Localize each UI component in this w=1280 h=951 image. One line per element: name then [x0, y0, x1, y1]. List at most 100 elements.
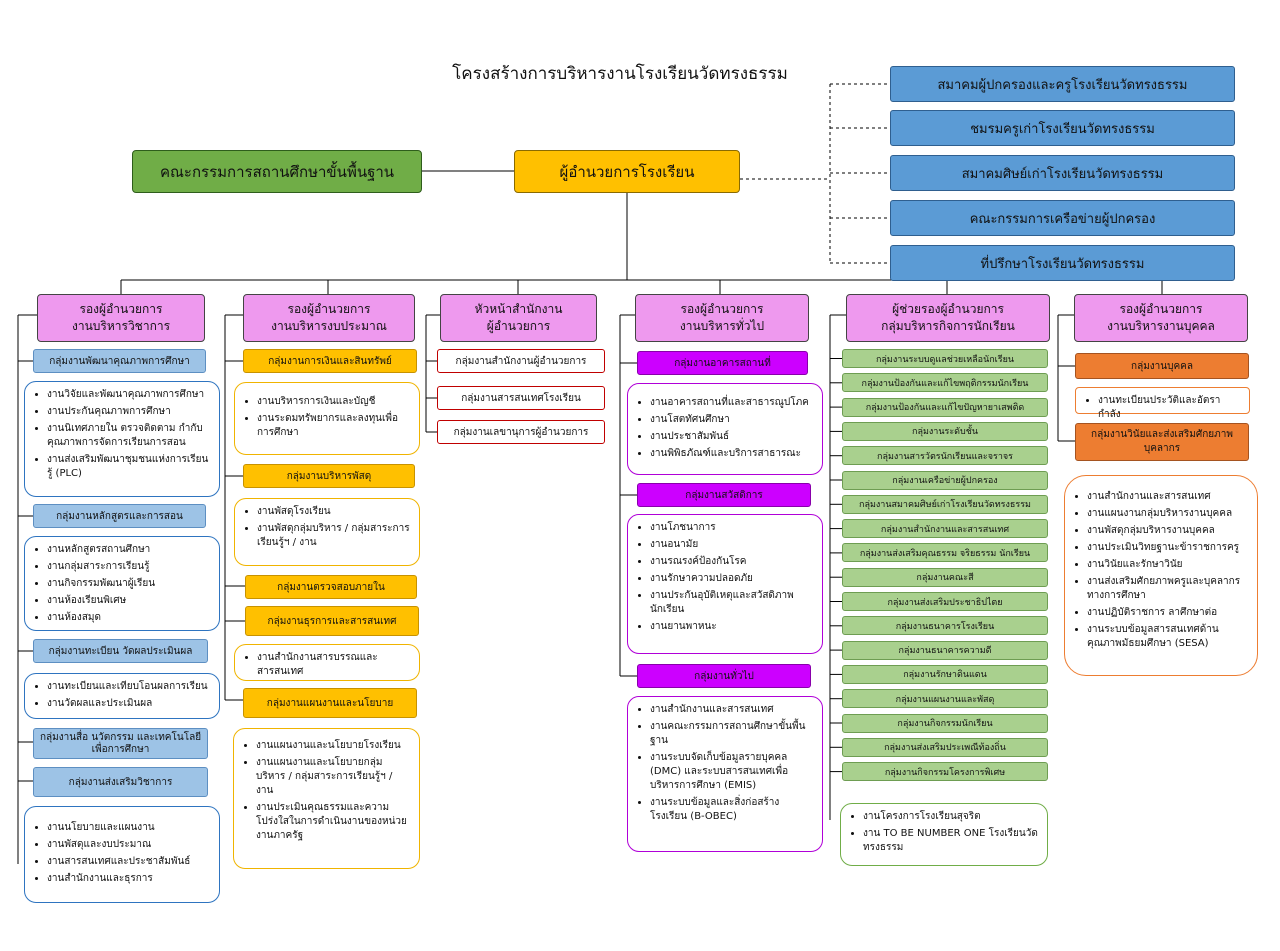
- list-item: งานพัสดุและงบประมาณ: [47, 838, 211, 852]
- list-item: งานประกันอุบัติเหตุและสวัสดิภาพนักเรียน: [650, 589, 814, 617]
- list-registration: งานทะเบียนและเทียบโอนผลการเรียนงานวัดผลแ…: [35, 680, 211, 711]
- head-student-line1: ผู้ช่วยรองผู้อำนวยการ: [892, 302, 1004, 316]
- head-general: รองผู้อำนวยการ งานบริหารทั่วไป: [635, 294, 809, 342]
- list-item: งานรณรงค์ป้องกันโรค: [650, 555, 814, 569]
- student-group-item: กลุ่มงานป้องกันและแก้ไขปัญหายาเสพติด: [842, 397, 1048, 417]
- box-procurement: งานพัสดุโรงเรียนงานพัสดุกลุ่มบริหาร / กล…: [234, 498, 420, 566]
- chart-title: โครงสร้างการบริหารงานโรงเรียนวัดทรงธรรม: [452, 64, 788, 84]
- list-academic-support: งานนโยบายและแผนงานงานพัสดุและงบประมาณงาน…: [35, 821, 211, 886]
- box-academic-support: งานนโยบายและแผนงานงานพัสดุและงบประมาณงาน…: [24, 806, 220, 903]
- list-item: งานส่งเสริมศักยภาพครูและบุคลากรทางการศึก…: [1087, 575, 1249, 603]
- list-item: งานนโยบายและแผนงาน: [47, 821, 211, 835]
- box-finance: งานบริหารการเงินและบัญชีงานระดมทรัพยากรแ…: [234, 382, 420, 455]
- group-discipline: กลุ่มงานวินัยและส่งเสริมศักยภาพ บุคลากร: [1075, 423, 1249, 461]
- list-discipline: งานสำนักงานและสารสนเทศงานแผนงานกลุ่มบริห…: [1075, 490, 1249, 651]
- list-item: งานโครงการโรงเรียนสุจริต: [863, 810, 1039, 824]
- group-admin-info: กลุ่มงานธุรการและสารสนเทศ: [245, 606, 419, 636]
- assoc-alumni: สมาคมศิษย์เก่าโรงเรียนวัดทรงธรรม: [890, 155, 1235, 191]
- box-admin-info: งานสำนักงานสารบรรณและสารสนเทศ: [234, 644, 420, 681]
- list-item: งานประเมินวิทยฐานะข้าราชการครู: [1087, 541, 1249, 555]
- box-student-special: งานโครงการโรงเรียนสุจริตงาน TO BE NUMBER…: [840, 803, 1048, 866]
- list-item: งานสำนักงานและสารสนเทศ: [1087, 490, 1249, 504]
- group-curriculum: กลุ่มงานหลักสูตรและการสอน: [33, 504, 206, 528]
- list-item: งานประกันคุณภาพการศึกษา: [47, 405, 211, 419]
- list-item: งานยานพาหนะ: [650, 620, 814, 634]
- list-item: งานแผนงานและนโยบายโรงเรียน: [256, 739, 411, 753]
- list-student-special: งานโครงการโรงเรียนสุจริตงาน TO BE NUMBER…: [851, 810, 1039, 855]
- list-item: งานระบบข้อมูลสารสนเทศด้านคุณภาพมัธยมศึกษ…: [1087, 623, 1249, 651]
- group-discipline-line1: กลุ่มงานวินัยและส่งเสริมศักยภาพ: [1091, 429, 1233, 440]
- list-item: งานสำนักงานและธุรการ: [47, 872, 211, 886]
- box-registration: งานทะเบียนและเทียบโอนผลการเรียนงานวัดผลแ…: [24, 673, 220, 719]
- group-procurement: กลุ่มงานบริหารพัสดุ: [243, 464, 415, 488]
- box-discipline: งานสำนักงานและสารสนเทศงานแผนงานกลุ่มบริห…: [1064, 475, 1258, 676]
- box-facilities: งานอาคารสถานที่และสาธารณูปโภคงานโสตทัศนศ…: [627, 383, 823, 475]
- head-academic-line2: งานบริหารวิชาการ: [71, 319, 171, 333]
- list-quality-dev: งานวิจัยและพัฒนาคุณภาพการศึกษางานประกันค…: [35, 388, 211, 481]
- list-item: งานพิพิธภัณฑ์และบริการสาธารณะ: [650, 447, 814, 461]
- box-personnel: งานทะเบียนประวัติและอัตรากำลัง: [1075, 387, 1250, 420]
- group-finance: กลุ่มงานการเงินและสินทรัพย์: [243, 349, 417, 373]
- list-item: งานโภชนาการ: [650, 521, 814, 535]
- list-item: งานหลักสูตรสถานศึกษา: [47, 543, 211, 557]
- student-group-item: กลุ่มงานสำนักงานและสารสนเทศ: [842, 519, 1048, 539]
- group-audit: กลุ่มงานตรวจสอบภายใน: [245, 575, 417, 599]
- list-general-affairs: งานสำนักงานและสารสนเทศงานคณะกรรมการสถานศ…: [638, 703, 814, 824]
- group-registration: กลุ่มงานทะเบียน วัดผลประเมินผล: [33, 639, 208, 663]
- list-item: งานบริหารการเงินและบัญชี: [257, 395, 411, 409]
- group-media-tech-line2: เพื่อการศึกษา: [91, 743, 150, 755]
- list-item: งานระบบข้อมูลและสิ่งก่อสร้างโรงเรียน (B-…: [650, 796, 814, 824]
- box-planning: งานแผนงานและนโยบายโรงเรียนงานแผนงานและนโ…: [233, 728, 420, 869]
- list-item: งานสำนักงานสารบรรณและสารสนเทศ: [257, 651, 411, 679]
- list-item: งานอาคารสถานที่และสาธารณูปโภค: [650, 396, 814, 410]
- head-personnel-line2: งานบริหารงานบุคคล: [1107, 319, 1215, 333]
- list-item: งานพัสดุโรงเรียน: [257, 505, 411, 519]
- list-item: งานพัสดุกลุ่มบริหารงานบุคคล: [1087, 524, 1249, 538]
- head-student: ผู้ช่วยรองผู้อำนวยการ กลุ่มบริหารกิจการน…: [846, 294, 1050, 342]
- student-group-item: กลุ่มงานระบบดูแลช่วยเหลือนักเรียน: [842, 349, 1048, 368]
- list-procurement: งานพัสดุโรงเรียนงานพัสดุกลุ่มบริหาร / กล…: [245, 505, 411, 550]
- student-group-item: กลุ่มงานกิจกรรมโครงการพิเศษ: [842, 762, 1048, 782]
- student-group-item: กลุ่มงานคณะสี: [842, 567, 1048, 587]
- list-item: งานวัดผลและประเมินผล: [47, 697, 211, 711]
- list-item: งานห้องเรียนพิเศษ: [47, 594, 211, 608]
- list-item: งานสารสนเทศและประชาสัมพันธ์: [47, 855, 211, 869]
- head-budget: รองผู้อำนวยการ งานบริหารงบประมาณ: [243, 294, 415, 342]
- list-item: งานระบบจัดเก็บข้อมูลรายบุคคล (DMC) และระ…: [650, 751, 814, 793]
- group-secretary: กลุ่มงานเลขานุการผู้อำนวยการ: [437, 420, 605, 444]
- head-office: หัวหน้าสำนักงาน ผู้อำนวยการ: [440, 294, 597, 342]
- list-item: งานประเมินคุณธรรมและความโปร่งใสในการดำเน…: [256, 801, 411, 843]
- head-budget-line1: รองผู้อำนวยการ: [287, 302, 371, 316]
- student-group-item: กลุ่มงานระดับชั้น: [842, 421, 1048, 441]
- list-item: งานแผนงานและนโยบายกลุ่มบริหาร / กลุ่มสาร…: [256, 756, 411, 798]
- group-general-affairs: กลุ่มงานทั่วไป: [637, 664, 811, 688]
- list-item: งานประชาสัมพันธ์: [650, 430, 814, 444]
- director-box: ผู้อำนวยการโรงเรียน: [514, 150, 740, 193]
- head-student-line2: กลุ่มบริหารกิจการนักเรียน: [881, 319, 1015, 333]
- head-academic-line1: รองผู้อำนวยการ: [79, 302, 163, 316]
- list-item: งานกิจกรรมพัฒนาผู้เรียน: [47, 577, 211, 591]
- student-group-item: กลุ่มงานส่งเสริมประเพณีท้องถิ่น: [842, 737, 1048, 757]
- list-item: งานคณะกรรมการสถานศึกษาขั้นพื้นฐาน: [650, 720, 814, 748]
- group-academic-support: กลุ่มงานส่งเสริมวิชาการ: [33, 767, 208, 797]
- student-group-item: กลุ่มงานส่งเสริมคุณธรรม จริยธรรม นักเรีย…: [842, 543, 1048, 563]
- head-office-line2: ผู้อำนวยการ: [486, 319, 551, 333]
- list-item: งานวิจัยและพัฒนาคุณภาพการศึกษา: [47, 388, 211, 402]
- group-quality-dev: กลุ่มงานพัฒนาคุณภาพการศึกษา: [33, 349, 206, 373]
- group-personnel: กลุ่มงานบุคคล: [1075, 353, 1249, 379]
- head-general-line1: รองผู้อำนวยการ: [680, 302, 764, 316]
- student-group-item: กลุ่มงานสมาคมศิษย์เก่าโรงเรียนวัดทรงธรรม: [842, 494, 1048, 514]
- box-general-affairs: งานสำนักงานและสารสนเทศงานคณะกรรมการสถานศ…: [627, 696, 823, 852]
- head-personnel-line1: รองผู้อำนวยการ: [1119, 302, 1203, 316]
- list-item: งานกลุ่มสาระการเรียนรู้: [47, 560, 211, 574]
- group-media-tech: กลุ่มงานสื่อ นวัตกรรม และเทคโนโลยี เพื่อ…: [33, 728, 208, 759]
- list-item: งานวินัยและรักษาวินัย: [1087, 558, 1249, 572]
- list-item: งานนิเทศภายใน ตรวจติดตาม กำกับคุณภาพการจ…: [47, 422, 211, 450]
- list-finance: งานบริหารการเงินและบัญชีงานระดมทรัพยากรแ…: [245, 395, 411, 440]
- list-item: งานทะเบียนประวัติและอัตรากำลัง: [1098, 394, 1241, 422]
- head-office-line1: หัวหน้าสำนักงาน: [474, 302, 563, 316]
- student-group-item: กลุ่มงานธนาคารโรงเรียน: [842, 616, 1048, 636]
- group-director-office: กลุ่มงานสำนักงานผู้อำนวยการ: [437, 349, 605, 373]
- list-item: งานส่งเสริมพัฒนาชุมชนแห่งการเรียนรู้ (PL…: [47, 453, 211, 481]
